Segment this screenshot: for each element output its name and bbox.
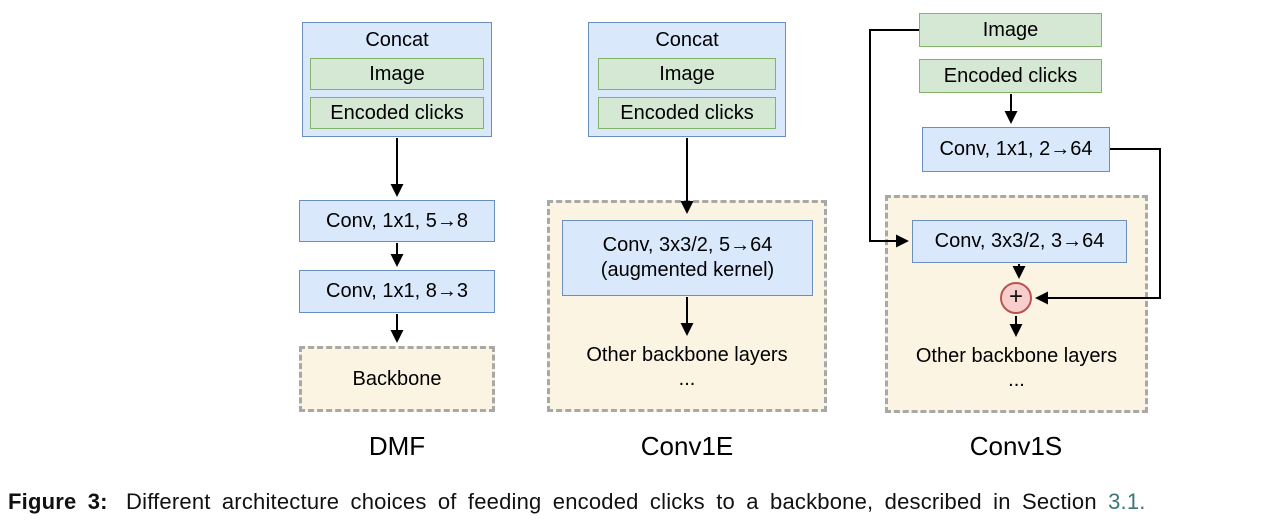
conv1s-diagram-label: Conv1S: [969, 431, 1063, 461]
dmf-encoded-clicks-label: Encoded clicks: [330, 101, 464, 124]
figure-caption: Figure 3: Different architecture choices…: [8, 489, 1276, 515]
conv1e-conv-label-line1: Conv, 3x3/2, 5→64: [602, 234, 773, 256]
conv1s-image-box: Image: [919, 13, 1102, 47]
dmf-image-label: Image: [369, 62, 425, 85]
conv1s-sum-node: +: [1000, 282, 1032, 314]
conv1e-image-label: Image: [659, 62, 715, 85]
conv1e-other-layers-text: Other backbone layers: [586, 344, 788, 366]
conv1e-conv-label-line2: (augmented kernel): [600, 259, 775, 281]
conv1s-other-layers-text: Other backbone layers: [915, 345, 1118, 367]
caption-text: Different architecture choices of feedin…: [126, 489, 1097, 514]
dmf-image-box: Image: [310, 58, 484, 90]
conv1s-image-label: Image: [982, 18, 1039, 41]
dmf-concat-label: Concat: [365, 29, 429, 51]
conv1s-encoded-clicks-label: Encoded clicks: [943, 64, 1078, 87]
caption-figure-number: Figure 3:: [8, 489, 108, 514]
conv1e-conv-box: Conv, 3x3/2, 5→64 (augmented kernel): [562, 220, 813, 296]
conv1s-conv1x1-label: Conv, 1x1, 2→64: [939, 138, 1093, 160]
dmf-encoded-clicks-box: Encoded clicks: [310, 97, 484, 129]
conv1e-encoded-clicks-label: Encoded clicks: [620, 101, 754, 124]
conv1s-encoded-clicks-box: Encoded clicks: [919, 59, 1102, 93]
conv1s-conv3x3-box: Conv, 3x3/2, 3→64: [912, 220, 1127, 263]
caption-section-link[interactable]: 3.1: [1108, 489, 1140, 514]
conv1s-ellipsis-text: ...: [1008, 369, 1025, 391]
dmf-conv2-box: Conv, 1x1, 8→3: [299, 270, 495, 313]
caption-period: .: [1139, 489, 1146, 514]
conv1e-ellipsis-text: ...: [678, 368, 696, 390]
conv1s-conv1x1-box: Conv, 1x1, 2→64: [922, 127, 1110, 172]
conv1s-conv3x3-label: Conv, 3x3/2, 3→64: [934, 230, 1105, 252]
dmf-backbone-box: Backbone: [299, 346, 495, 412]
dmf-conv2-label: Conv, 1x1, 8→3: [326, 280, 468, 302]
conv1e-concat-label: Concat: [655, 29, 719, 51]
conv1e-encoded-clicks-box: Encoded clicks: [598, 97, 776, 129]
dmf-backbone-label: Backbone: [352, 367, 442, 390]
dmf-conv1-label: Conv, 1x1, 5→8: [326, 209, 468, 232]
conv1e-image-box: Image: [598, 58, 776, 90]
dmf-conv1-box: Conv, 1x1, 5→8: [299, 200, 495, 242]
dmf-diagram-label: DMF: [368, 431, 426, 461]
conv1e-diagram-label: Conv1E: [640, 431, 734, 461]
conv1s-plus-sign: +: [1008, 283, 1023, 310]
